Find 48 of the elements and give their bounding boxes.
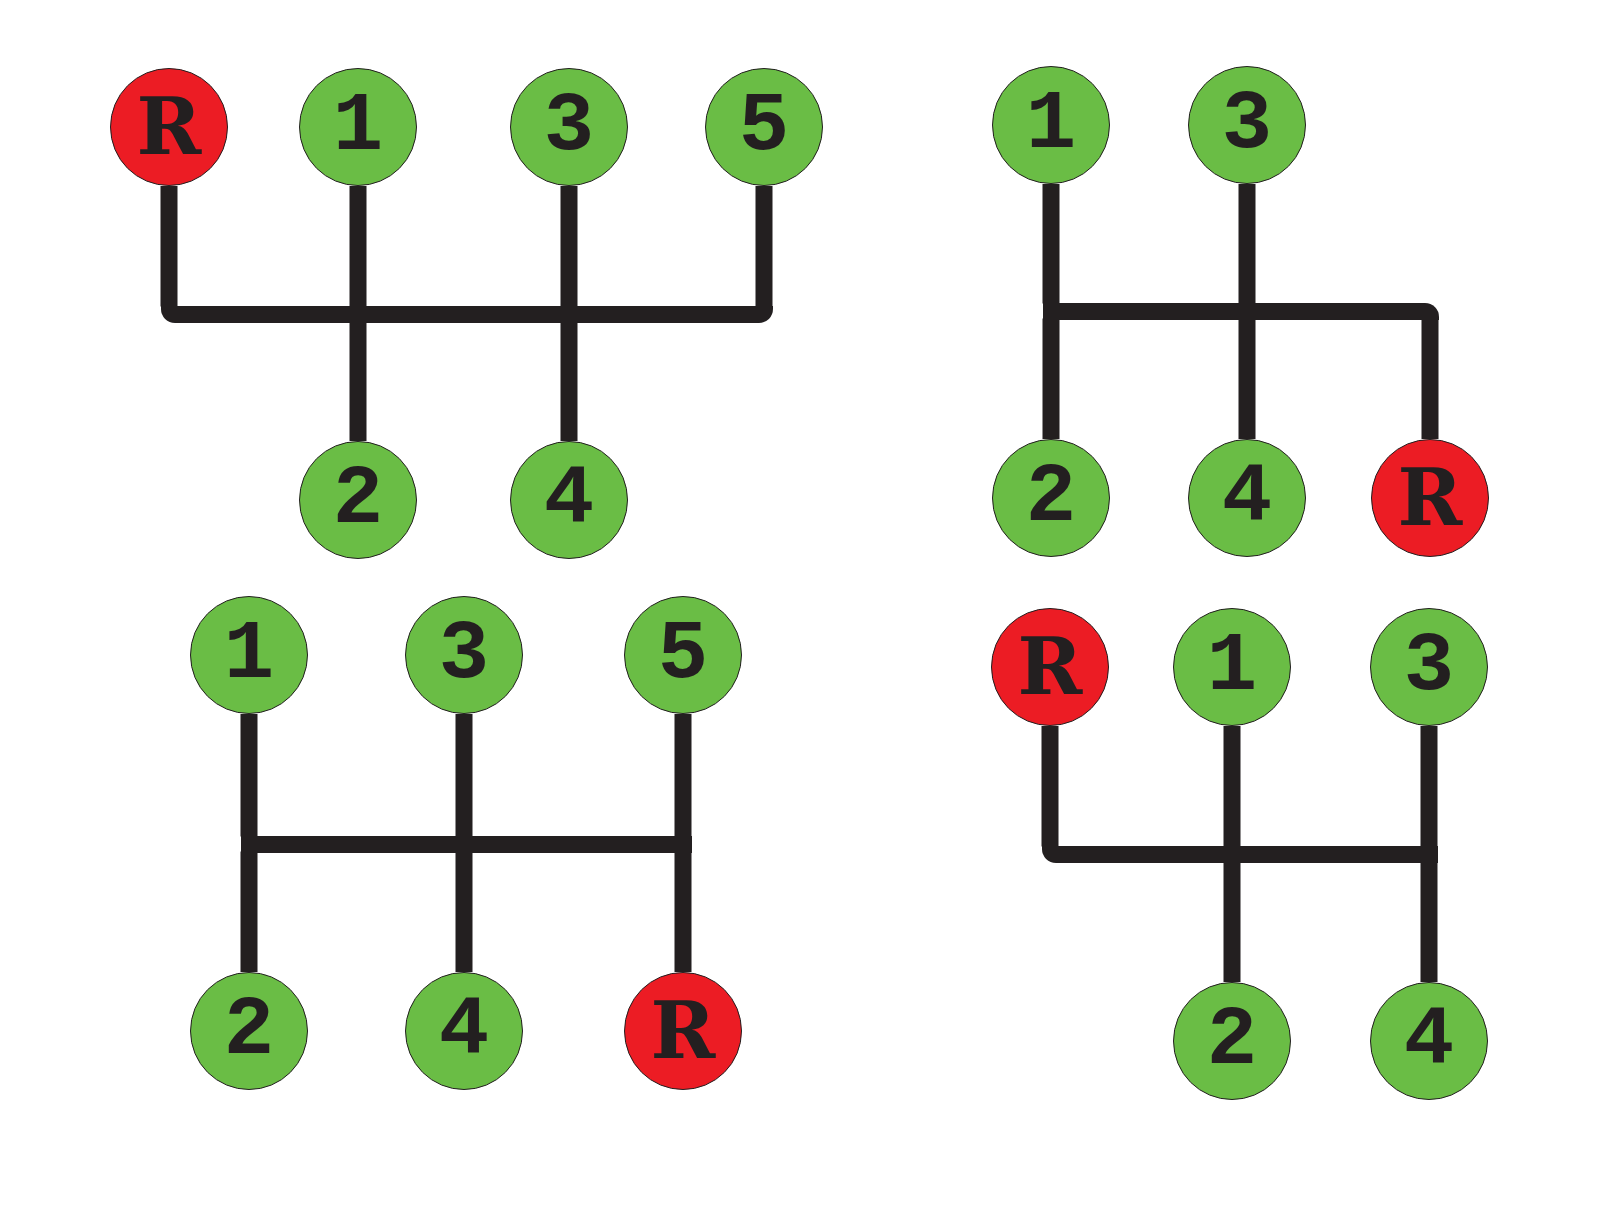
neutral-bar xyxy=(1042,302,1439,320)
gate-line xyxy=(755,186,773,307)
gear-label: 4 xyxy=(1403,999,1455,1083)
gate-line xyxy=(1223,726,1241,847)
neutral-bar xyxy=(1041,845,1438,863)
gear-label: 4 xyxy=(438,989,490,1073)
gate-line xyxy=(674,714,692,837)
gear-label: 1 xyxy=(1206,625,1258,709)
gear-label: 4 xyxy=(1221,456,1273,540)
gear-label: 2 xyxy=(1025,456,1077,540)
gear-label: 5 xyxy=(657,613,709,697)
gear-label: 1 xyxy=(1025,83,1077,167)
neutral-bar xyxy=(160,305,773,323)
gear-label: 5 xyxy=(738,85,790,169)
gear-label: R xyxy=(136,88,202,166)
gate-line xyxy=(1223,861,1241,982)
gate-line xyxy=(1238,318,1256,439)
gear-label: 2 xyxy=(223,989,275,1073)
gear-label: 4 xyxy=(543,458,595,542)
gate-line xyxy=(1042,318,1060,439)
gate-line xyxy=(1420,861,1438,982)
gear-label: 3 xyxy=(1221,83,1273,167)
gate-line xyxy=(349,186,367,307)
gate-line xyxy=(349,321,367,441)
gear-label: R xyxy=(650,992,716,1070)
gate-line xyxy=(240,851,258,972)
gate-line xyxy=(1420,726,1438,847)
gear-label: 2 xyxy=(1206,999,1258,1083)
gear-label: R xyxy=(1017,628,1083,706)
gear-label: 2 xyxy=(332,458,384,542)
gate-line xyxy=(1041,726,1059,847)
gate-line xyxy=(240,714,258,837)
gate-line xyxy=(160,186,178,307)
gate-line xyxy=(1238,184,1256,304)
gear-label: 3 xyxy=(438,613,490,697)
gear-label: 3 xyxy=(1403,625,1455,709)
gear-label: 1 xyxy=(223,613,275,697)
gate-line xyxy=(560,321,578,441)
gear-label: 1 xyxy=(332,85,384,169)
gate-line xyxy=(560,186,578,307)
gate-line xyxy=(1421,318,1439,439)
neutral-bar xyxy=(240,835,692,853)
gate-line xyxy=(455,714,473,837)
gate-line xyxy=(455,851,473,972)
gear-label: 3 xyxy=(543,85,595,169)
gate-line xyxy=(1042,184,1060,304)
gear-label: R xyxy=(1397,459,1463,537)
gate-line xyxy=(674,851,692,972)
